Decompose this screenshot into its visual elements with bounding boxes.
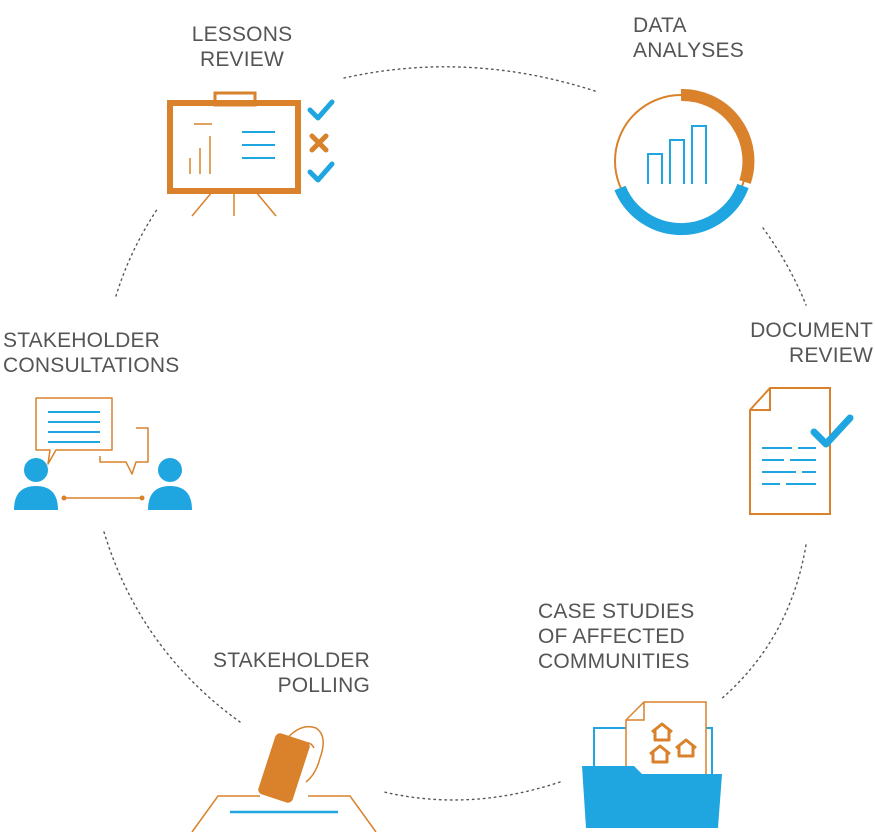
label-line: DATA — [633, 14, 687, 37]
presentation-board-icon — [167, 91, 335, 217]
label-line: ANALYSES — [633, 39, 744, 62]
label-line: STAKEHOLDER — [212, 649, 370, 672]
label-lessons-review: LESSONS REVIEW — [172, 22, 312, 72]
label-line: OF AFFECTED — [538, 625, 685, 648]
label-line: REVIEW — [199, 48, 285, 71]
arc-consultations-to-lessons — [115, 207, 159, 297]
label-line: DOCUMENT — [750, 319, 873, 342]
label-data-analyses: DATA ANALYSES — [633, 13, 793, 63]
label-line: LESSONS — [191, 23, 293, 46]
document-check-icon — [749, 387, 854, 515]
label-line: CASE STUDIES — [538, 600, 695, 623]
label-stakeholder-consultations: STAKEHOLDER CONSULTATIONS — [3, 328, 223, 378]
label-line: COMMUNITIES — [538, 650, 690, 673]
people-conversation-icon — [14, 397, 192, 510]
label-line: REVIEW — [788, 344, 873, 367]
arc-data-to-document — [762, 227, 807, 306]
label-line: STAKEHOLDER — [3, 329, 161, 352]
label-case-studies: CASE STUDIES OF AFFECTED COMMUNITIES — [538, 599, 718, 674]
label-stakeholder-polling: STAKEHOLDER POLLING — [190, 648, 370, 698]
folder-houses-icon — [582, 701, 722, 828]
arc-case-to-polling — [383, 781, 561, 801]
arc-document-to-case — [719, 544, 807, 701]
label-line: POLLING — [277, 674, 370, 697]
ballot-box-icon — [191, 725, 377, 832]
label-document-review: DOCUMENT REVIEW — [720, 318, 873, 368]
arc-lessons-to-data — [343, 66, 599, 93]
label-line: CONSULTATIONS — [3, 354, 180, 377]
bar-chart-ring-icon — [614, 88, 755, 236]
